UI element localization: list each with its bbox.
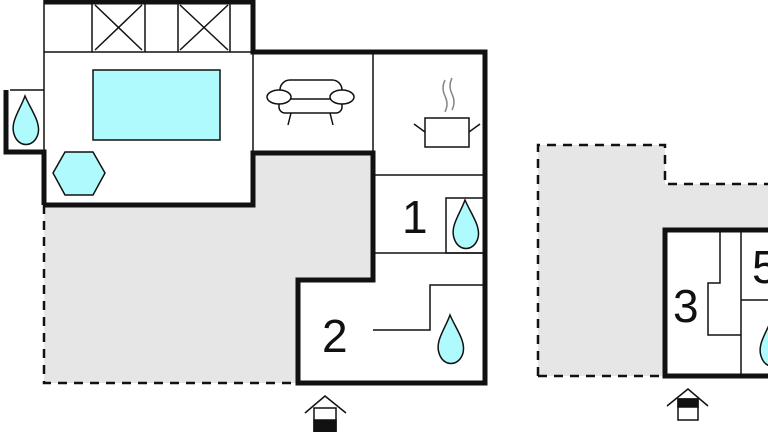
pool — [92, 69, 221, 141]
water-drop-icon — [759, 325, 768, 366]
room-label-1: 1 — [402, 191, 428, 243]
room-label-5: 5 — [752, 241, 768, 293]
sofa-icon — [266, 79, 355, 126]
entrance-icon — [304, 395, 347, 432]
kitchen-pot-icon — [413, 77, 481, 148]
water-drop-icon — [452, 197, 480, 250]
outer-walls — [3, 0, 768, 386]
room-label-2: 2 — [322, 310, 348, 362]
terrace-left — [44, 153, 373, 383]
entrance-icon — [666, 388, 709, 421]
room-label-3: 3 — [673, 280, 699, 332]
water-drop-icon — [437, 312, 465, 365]
whirlpool-hexagon — [52, 151, 106, 196]
void-x-marks — [94, 4, 229, 51]
water-drop-icon — [12, 93, 40, 146]
terrace-dashed-border — [42, 143, 768, 385]
